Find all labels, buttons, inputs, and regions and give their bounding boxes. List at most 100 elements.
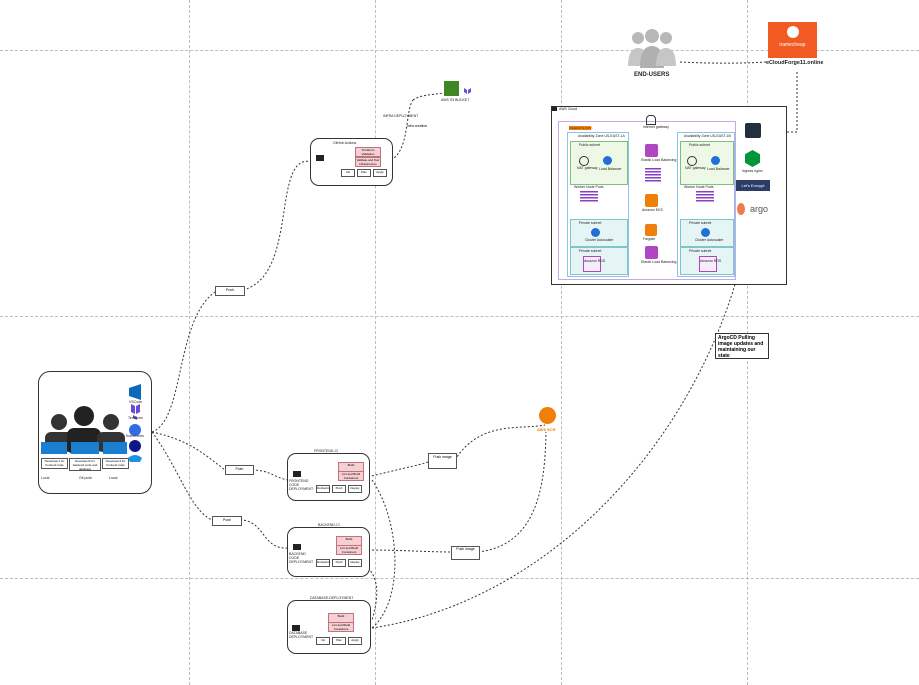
pipeline-action: Lint and Build Containers [328, 622, 354, 632]
lb-label: Load Balancer [707, 167, 730, 171]
stage: Push [332, 559, 346, 567]
rds-label: Amazon RDS [584, 259, 606, 263]
nat-label: NAT gateway [685, 166, 706, 170]
pipeline-title: FRONTEND-CI [314, 449, 339, 453]
elb-icon [645, 144, 658, 157]
lets-encrypt-badge: Let's Encrypt [736, 180, 770, 191]
private-subnet: Private subnet Amazon RDS [680, 247, 734, 275]
rds-icon [583, 256, 601, 272]
grid-line [0, 50, 919, 51]
fargate-icon [645, 224, 657, 236]
cluster-label: Cluster Autoscaler [585, 238, 614, 242]
availability-zone-a: Availability Zone US-EAST-1A Public subn… [567, 132, 629, 277]
push-image-tag: Push image [428, 453, 457, 469]
nat-label: NAT gateway [577, 166, 598, 170]
private-subnet: Private subnet Cluster Autoscaler [680, 219, 734, 247]
cluster-autoscaler-icon [701, 228, 710, 237]
private-subnet: Private subnet Amazon RDS [570, 247, 628, 275]
subnet-label: Private subnet [579, 221, 602, 225]
folder-icon [293, 471, 301, 477]
grid-line [0, 316, 919, 317]
folder-icon [292, 625, 300, 631]
trigger-label: FRONTEND CODE DEPLOYMENT [289, 479, 314, 491]
arrow-label: Local [41, 476, 50, 480]
worker-nodes-icon [580, 191, 598, 203]
developer-label: Developer3 for frontend code [102, 458, 129, 469]
tool-label: Terraform [128, 416, 143, 420]
domain-label: eCloudForge11.online [766, 60, 824, 66]
push-tag: Push [212, 516, 242, 526]
public-subnet: Public subnet NAT gateway Load Balancer [680, 141, 734, 185]
aws-label: AWS Cloud [559, 107, 577, 111]
argo-icon [737, 203, 745, 215]
elb-label: Elastic Load Balancing [641, 260, 677, 264]
stage: Push [332, 485, 346, 493]
vpc-box: US-EAST-1 (N.V) Internet gateway Availab… [558, 115, 736, 280]
region-label: US-EAST-1 (N.V) [569, 126, 593, 130]
aws-icon [552, 107, 557, 111]
push-tag: Push [215, 286, 245, 296]
arrow-label: Git push [79, 476, 93, 480]
trigger-label: BACKEND CODE DEPLOYMENT [289, 552, 314, 564]
tools-icons [128, 384, 142, 462]
aws-node-icon [745, 123, 761, 138]
pipeline-title: DATABASE-DEPLOYMENT [310, 596, 354, 600]
end-users-label: END-USERS [634, 72, 670, 78]
subnet-label: Private subnet [689, 249, 712, 253]
end-users-icon [628, 29, 676, 68]
push-image-tag: Push image [451, 546, 480, 560]
grid-line [561, 0, 562, 685]
stage: Apply [373, 169, 387, 177]
stage: Init [341, 169, 355, 177]
subnet-label: Private subnet [689, 221, 712, 225]
cluster-autoscaler-icon [591, 228, 600, 237]
folder-icon [293, 544, 301, 550]
lb-icon [603, 156, 612, 165]
stage: Init [316, 637, 330, 645]
terraform-icon [464, 88, 471, 94]
pipeline-title: BACKEND-CI [318, 523, 340, 527]
private-subnet: Private subnet Cluster Autoscaler [570, 219, 628, 247]
elb-icon [645, 246, 658, 259]
nginx-icon [745, 150, 760, 167]
push-tag: Push [225, 465, 254, 475]
developers-group: Developer1 for frontend code Developer2 … [38, 371, 152, 494]
elb-label: Elastic Load Balancing [641, 158, 677, 162]
pipeline-action: Validate and Test Infrastructure [355, 157, 381, 167]
rds-icon [699, 256, 717, 272]
grid-line [375, 0, 376, 685]
s3-bucket-icon [444, 81, 459, 96]
stage: Dockerize [316, 559, 330, 567]
eks-label: Amazon EKS [642, 208, 663, 212]
infra-deploy-label: INFRA DEPLOYMENT [383, 114, 419, 118]
aws-cloud-box: AWS Cloud US-EAST-1 (N.V) Internet gatew… [551, 106, 787, 285]
grid-line [189, 0, 190, 685]
argocd-note: ArgoCD Pulling image updates and maintai… [715, 333, 769, 359]
stage: Plan [357, 169, 371, 177]
availability-zone-b: Availability Zone US-EAST-1B Public subn… [677, 132, 735, 277]
fargate-label: Fargate [643, 237, 656, 241]
nat-gateway-icon [579, 156, 589, 166]
trigger-label: DATABASE DEPLOYMENT [289, 631, 314, 639]
folder-icon [316, 155, 324, 161]
eks-icon [645, 194, 658, 207]
s3-label: AWS S3 BUCKET [441, 98, 470, 102]
cluster-label: Cluster Autoscaler [695, 238, 724, 242]
pipeline-action: Lint and Build Containers [336, 545, 362, 555]
infra-tag: Infra creation [406, 124, 428, 128]
pipeline-action: Lint and Build Containers [338, 471, 364, 481]
subnet-label: Public subnet [579, 143, 601, 147]
az-label: Availability Zone US-EAST-1B [684, 134, 731, 138]
pipeline-backend: BACKEND-CI BACKEND CODE DEPLOYMENT Build… [287, 523, 370, 577]
arrow-label: Local [109, 476, 118, 480]
pipeline-infra: GitHub Actions Terraform Validation Vali… [310, 138, 393, 186]
nodes-icon [645, 168, 661, 182]
lb-label: Load Balancer [599, 167, 622, 171]
pipeline-title: GitHub Actions [333, 141, 357, 145]
nodes-label: Worker Node Pods [574, 185, 604, 189]
worker-nodes-icon [696, 191, 714, 203]
stage: Deploy [348, 559, 362, 567]
developer-label: Developer1 for frontend code [41, 458, 68, 469]
pipeline-step: Terraform Validation [355, 147, 381, 157]
